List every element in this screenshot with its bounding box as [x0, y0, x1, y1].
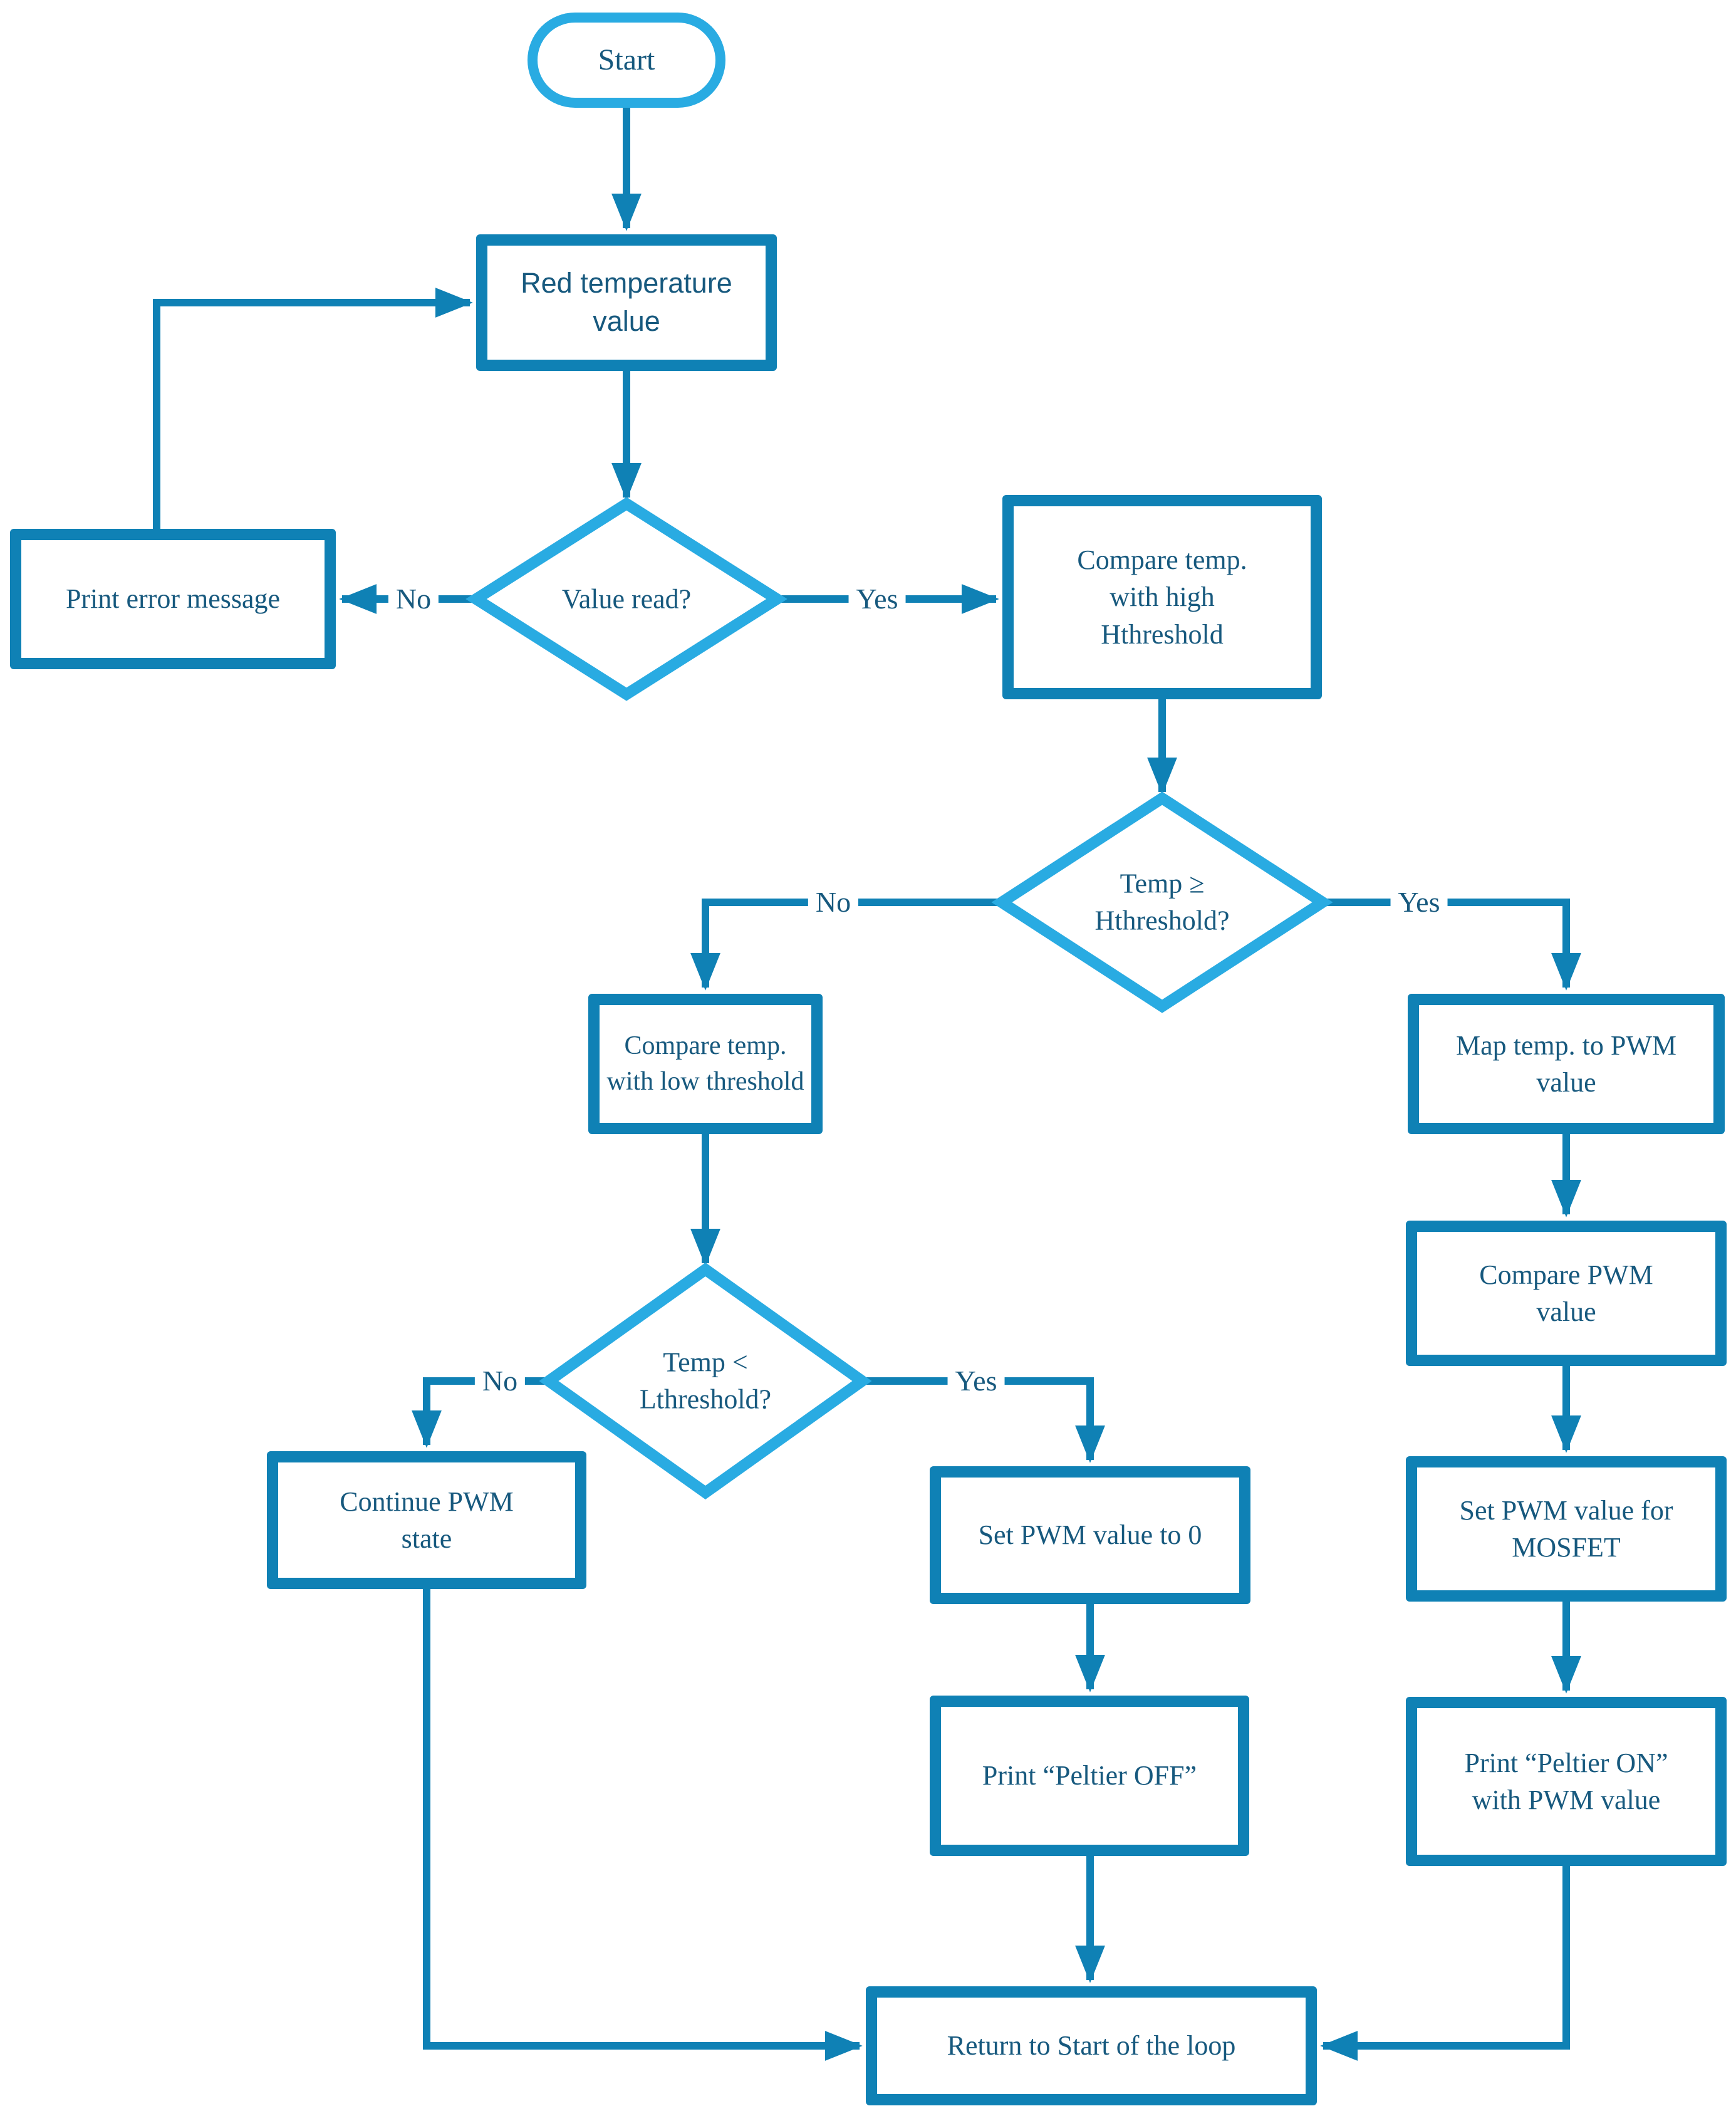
edge-temp-lt-yes-to-set-zero: [862, 1377, 1105, 1463]
node-print-error: Print error message: [10, 529, 336, 669]
edge-label-temp-high-no: No: [808, 888, 859, 917]
node-start-label: Start: [598, 43, 655, 76]
decision-temp-lt-label: Temp < Lthreshold?: [639, 1347, 772, 1415]
node-compare-pwm-value-label: Compare PWM value: [1479, 1259, 1653, 1327]
edge-print-error-loop-to-read: [153, 288, 473, 529]
node-print-error-label: Print error message: [65, 583, 281, 615]
node-return-to-start: Return to Start of the loop: [866, 1986, 1317, 2105]
edge-label-temp-low-no: No: [474, 1367, 526, 1395]
edge-label-temp-high-yes: Yes: [1390, 888, 1448, 917]
node-map-temp-to-pwm: Map temp. to PWM value: [1408, 994, 1725, 1134]
node-read-temperature-label: Red temperature value: [521, 267, 732, 337]
node-compare-high-threshold-label: Compare temp. with high Hthreshold: [1077, 544, 1247, 650]
node-set-pwm-zero-label: Set PWM value to 0: [978, 1519, 1202, 1551]
node-print-peltier-on: Print “Peltier ON” with PWM value: [1406, 1697, 1727, 1866]
node-print-peltier-off: Print “Peltier OFF”: [930, 1696, 1249, 1856]
node-compare-pwm-value: Compare PWM value: [1406, 1221, 1727, 1366]
decision-temp-ge-shape: [991, 791, 1333, 1013]
decision-value-read-label: Value read?: [561, 583, 692, 615]
node-print-peltier-off-label: Print “Peltier OFF”: [982, 1760, 1197, 1791]
node-compare-low-threshold: Compare temp. with low threshold: [588, 994, 823, 1134]
node-set-pwm-mosfet-label: Set PWM value for MOSFET: [1459, 1494, 1673, 1563]
node-compare-high-threshold: Compare temp. with high Hthreshold: [1002, 495, 1322, 699]
node-print-peltier-on-label: Print “Peltier ON” with PWM value: [1464, 1747, 1668, 1815]
edge-label-value-read-no: No: [388, 585, 439, 613]
decision-temp-lt-shape: [539, 1262, 872, 1500]
decision-temp-ge-label: Temp ≥ Hthreshold?: [1094, 868, 1230, 936]
node-set-pwm-zero: Set PWM value to 0: [930, 1466, 1250, 1604]
node-compare-low-threshold-label: Compare temp. with low threshold: [606, 1031, 804, 1096]
edge-print-on-to-return: [1320, 1866, 1570, 2061]
node-map-temp-to-pwm-label: Map temp. to PWM value: [1456, 1029, 1676, 1098]
decision-value-read-shape: [465, 497, 787, 701]
node-set-pwm-mosfet: Set PWM value for MOSFET: [1406, 1456, 1727, 1602]
node-start: Start: [528, 13, 725, 108]
edge-continue-to-return: [423, 1589, 863, 2061]
edge-label-value-read-yes: Yes: [848, 585, 906, 613]
edge-label-temp-low-yes: Yes: [947, 1367, 1005, 1395]
node-read-temperature: Red temperature value: [476, 234, 777, 371]
node-continue-pwm-state: Continue PWM state: [267, 1451, 586, 1589]
edge-temp-ge-no-to-compare-low: [690, 899, 1002, 991]
node-continue-pwm-state-label: Continue PWM state: [340, 1486, 514, 1554]
node-return-to-start-label: Return to Start of the loop: [947, 2030, 1236, 2061]
